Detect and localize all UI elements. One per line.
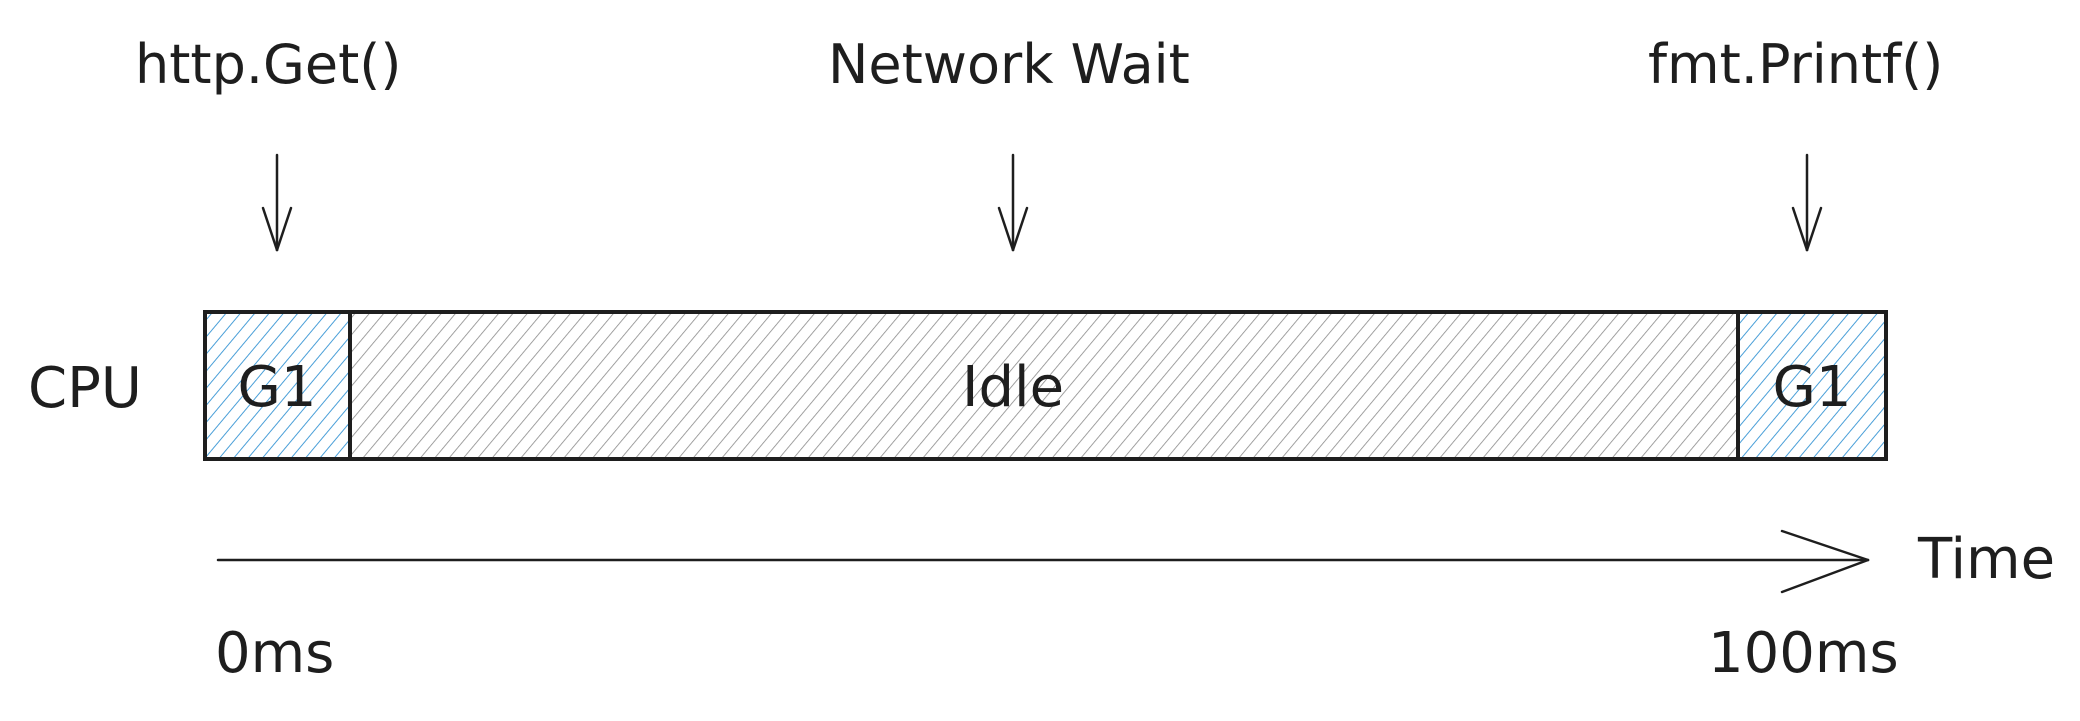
goroutine-g1-start-label: G1: [237, 355, 316, 420]
idle-segment-label: Idle: [962, 355, 1064, 420]
time-axis-arrow-icon: [216, 529, 1870, 594]
time-axis-label: Time: [1917, 527, 2055, 592]
http-get-arrow-icon: [261, 153, 293, 252]
goroutine-g1-end-segment: [1736, 310, 1888, 461]
time-end-label: 100ms: [1708, 621, 1899, 686]
fmt-printf-label: fmt.Printf(): [1648, 33, 1943, 96]
network-wait-arrow-icon: [997, 153, 1029, 252]
goroutine-g1-end-label: G1: [1772, 355, 1851, 420]
http-get-label: http.Get(): [135, 33, 401, 96]
network-wait-label: Network Wait: [828, 33, 1190, 96]
cpu-row-label: CPU: [28, 356, 142, 421]
idle-segment: [348, 310, 1740, 461]
goroutine-g1-start-segment: [203, 310, 352, 461]
time-start-label: 0ms: [215, 621, 334, 686]
fmt-printf-arrow-icon: [1791, 153, 1823, 252]
